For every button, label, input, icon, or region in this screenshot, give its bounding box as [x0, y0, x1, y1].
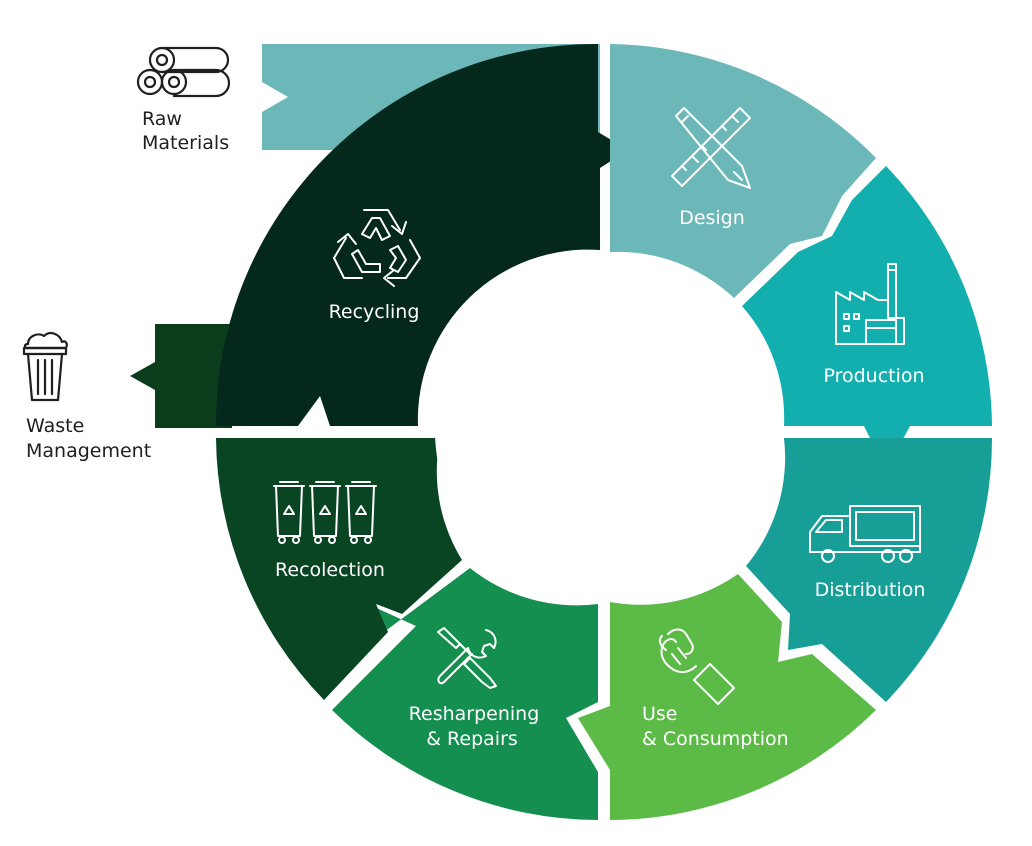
resharpening-label: Resharpening & Repairs — [409, 703, 546, 750]
factory-icon — [835, 263, 905, 345]
hand-tool-icon — [658, 628, 735, 705]
recycle-bins-icon — [273, 481, 377, 544]
center-hole — [435, 261, 775, 601]
recolection-label: Recolection — [275, 559, 385, 581]
segment-distribution — [746, 438, 993, 702]
segment-recycling — [215, 43, 629, 426]
raw-materials-label: Raw Materials — [142, 108, 229, 154]
ruler-pencil-icon — [671, 107, 751, 189]
wrench-screwdriver-icon — [437, 627, 497, 689]
truck-icon — [809, 505, 921, 563]
recycle-icon — [333, 209, 421, 287]
design-label: Design — [679, 207, 745, 229]
pipes-icon — [136, 46, 231, 98]
trash-can-icon — [22, 332, 68, 402]
segment-use — [578, 574, 876, 820]
segment-production — [742, 166, 992, 470]
distribution-label: Distribution — [815, 579, 926, 601]
use-label: Use & Consumption — [642, 703, 789, 750]
production-label: Production — [823, 365, 924, 387]
segment-resharpening — [332, 568, 598, 820]
waste-management-label: Waste Management — [26, 415, 151, 462]
recycling-label: Recycling — [329, 301, 420, 323]
waste-management-band — [130, 324, 232, 428]
